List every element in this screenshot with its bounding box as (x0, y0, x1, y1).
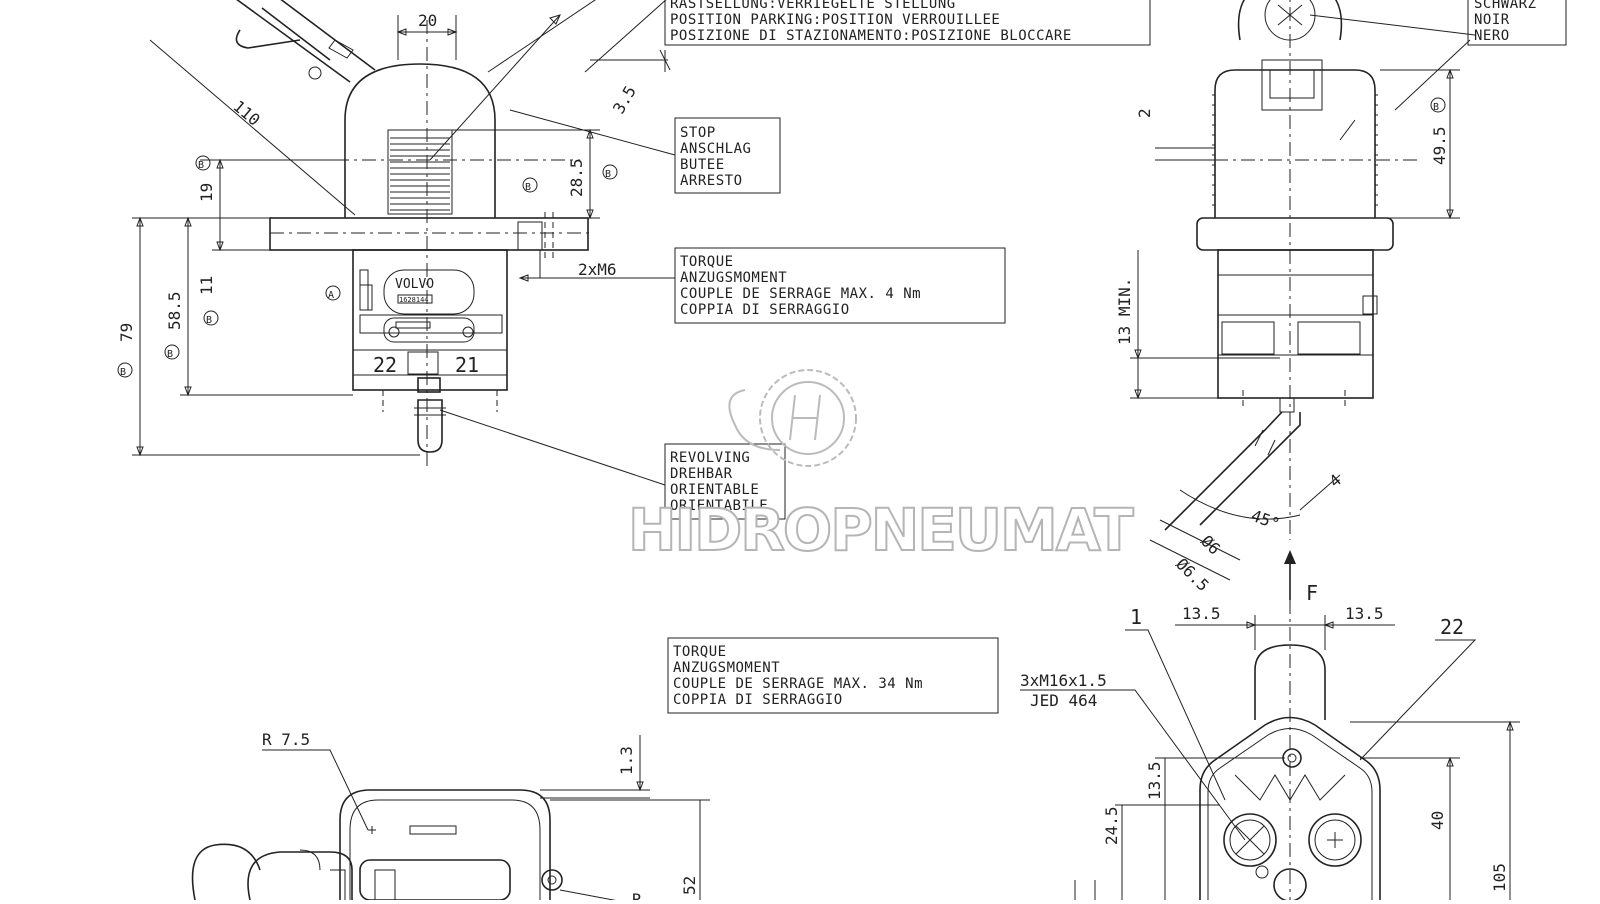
marker-b-3: B (198, 160, 204, 171)
dim-58-5: 58.5 (165, 291, 184, 330)
dim-13-5-vert: 13.5 (1145, 761, 1164, 800)
port-21-label: 21 (455, 353, 479, 377)
side-view: 110 VOLVO 1628144 22 21 (117, 0, 676, 486)
dim-40: 40 (1428, 811, 1447, 830)
svg-text:COUPLE DE SERRAGE MAX. 34 Nm: COUPLE DE SERRAGE MAX. 34 Nm (673, 676, 923, 692)
note-parking: RASTSELLUNG:VERRIEGELTE STELLUNG POSITIO… (664, 0, 1151, 46)
svg-text:BUTEE: BUTEE (680, 157, 725, 173)
marker-b-2: B (525, 182, 531, 193)
note-torque-top: TORQUE ANZUGSMOMENT COUPLE DE SERRAGE MA… (674, 247, 1006, 324)
marker-a: A (328, 290, 334, 301)
dim-24-5: 24.5 (1102, 806, 1121, 845)
dim-110: 110 (229, 97, 263, 130)
svg-text:SCHWARZ: SCHWARZ (1474, 0, 1537, 12)
dim-3-5: 3.5 (609, 82, 640, 117)
dim-4: 4 (1325, 470, 1345, 491)
note-revolving: REVOLVING DREHBAR ORIENTABLE ORIENTABILE (664, 443, 786, 520)
svg-text:ANZUGSMOMENT: ANZUGSMOMENT (673, 660, 780, 676)
plan-view: R 7.5 R 1.3 52 (191, 730, 710, 904)
dim-11: 11 (197, 276, 216, 295)
svg-text:COPPIA DI SERRAGGIO: COPPIA DI SERRAGGIO (673, 692, 843, 708)
svg-text:RASTSELLUNG:VERRIEGELTE STELLU: RASTSELLUNG:VERRIEGELTE STELLUNG (670, 0, 956, 12)
marker-b-4: B (206, 315, 212, 326)
svg-text:ANSCHLAG: ANSCHLAG (680, 141, 751, 157)
svg-text:REVOLVING: REVOLVING (670, 450, 750, 466)
dim-dia-6: Ø6 (1197, 531, 1224, 558)
port-22-bottom-label: 22 (1440, 615, 1464, 639)
dim-28-5: 28.5 (567, 158, 586, 197)
thread-standard: JED 464 (1030, 691, 1097, 710)
marker-b-7: B (1433, 102, 1439, 113)
marker-b-6: B (120, 367, 126, 378)
dim-19: 19 (197, 183, 216, 202)
force-label: F (1306, 581, 1318, 605)
dim-13-5-right: 13.5 (1345, 604, 1384, 623)
dim-1-3: 1.3 (617, 746, 636, 775)
svg-text:NOIR: NOIR (1474, 12, 1510, 28)
svg-text:POSITION PARKING:POSITION VERR: POSITION PARKING:POSITION VERROUILLEE (670, 12, 1000, 28)
bottom-view: 13.5 13.5 1 22 3xM16x1.5 JED 464 13.5 (1020, 600, 1520, 902)
port-22-label: 22 (373, 353, 397, 377)
dim-20: 20 (418, 11, 437, 30)
note-stop: STOP ANSCHLAG BUTEE ARRESTO (674, 117, 781, 194)
svg-text:COPPIA DI SERRAGGIO: COPPIA DI SERRAGGIO (680, 302, 850, 318)
svg-text:COUPLE DE SERRAGE MAX. 4 Nm: COUPLE DE SERRAGE MAX. 4 Nm (680, 286, 921, 302)
part-number: 1628144 (399, 296, 429, 304)
svg-text:ARRESTO: ARRESTO (680, 173, 743, 189)
front-view: 2 49.5 B 13 MIN. 45° 4 Ø6 Ø6.5 F (1115, 0, 1476, 605)
marker-b-1: B (605, 169, 611, 180)
dim-13-min: 13 MIN. (1115, 278, 1134, 345)
port-1-label: 1 (1130, 605, 1142, 629)
thread-spec: 3xM16x1.5 (1020, 671, 1107, 690)
svg-text:TORQUE: TORQUE (673, 644, 727, 660)
dim-79: 79 (117, 323, 136, 342)
dim-45-deg: 45° (1249, 506, 1283, 534)
dim-105: 105 (1490, 863, 1509, 892)
svg-text:STOP: STOP (680, 125, 716, 141)
dim-13-5-left: 13.5 (1182, 604, 1221, 623)
svg-text:TORQUE: TORQUE (680, 254, 734, 270)
dim-r-7-5: R 7.5 (262, 730, 310, 749)
svg-text:ORIENTABLE: ORIENTABLE (670, 482, 759, 498)
svg-text:DREHBAR: DREHBAR (670, 466, 733, 482)
dim-r-small: R (632, 890, 642, 900)
svg-text:NERO: NERO (1474, 28, 1510, 44)
marker-b-5: B (167, 349, 173, 360)
dim-2: 2 (1135, 108, 1154, 118)
brand-label: VOLVO (395, 277, 434, 292)
dim-49-5: 49.5 (1430, 126, 1449, 165)
note-torque-bottom: TORQUE ANZUGSMOMENT COUPLE DE SERRAGE MA… (667, 637, 999, 714)
note-color: SCHWARZ NOIR NERO (1467, 0, 1567, 46)
svg-text:ORIENTABILE: ORIENTABILE (670, 498, 768, 514)
svg-text:ANZUGSMOMENT: ANZUGSMOMENT (680, 270, 787, 286)
dim-dia-6-5: Ø6.5 (1172, 554, 1213, 595)
watermark-logo: HIDROPNEUMAT (627, 369, 1137, 565)
svg-text:POSIZIONE DI STAZIONAMENTO:POS: POSIZIONE DI STAZIONAMENTO:POSIZIONE BLO… (670, 28, 1072, 44)
dim-52: 52 (680, 876, 699, 895)
screw-m6: 2xM6 (578, 260, 617, 279)
watermark-text: HIDROPNEUMAT (628, 496, 1134, 564)
